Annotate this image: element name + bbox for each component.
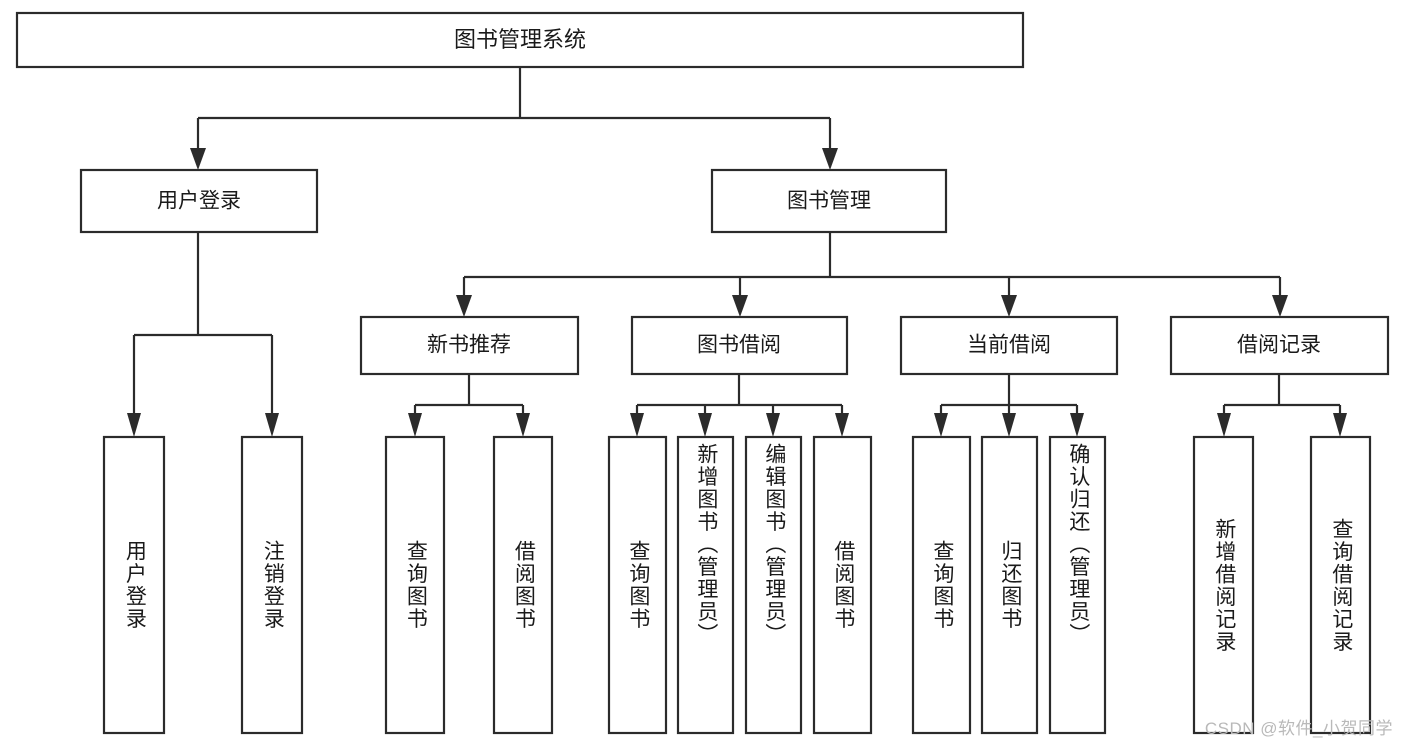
connector-group-borrow-record — [1217, 374, 1347, 437]
node-book-borrow[interactable]: 图书借阅 — [630, 315, 849, 376]
leaf-add-book-box[interactable] — [676, 435, 735, 735]
leaf-edit-book-box[interactable] — [744, 435, 803, 735]
leaf-borrow-book-1-box[interactable] — [492, 435, 554, 735]
leaf-boxes — [102, 435, 1372, 735]
node-book-management[interactable]: 图书管理 — [710, 168, 948, 234]
node-root[interactable]: 图书管理系统 — [15, 11, 1025, 69]
arrow-to-book-borrow — [732, 295, 748, 317]
connector-group-root — [190, 67, 838, 170]
arrow-to-leaf-logout-login — [265, 413, 279, 437]
leaf-borrow-book-2-box[interactable] — [812, 435, 873, 735]
arrow-to-leaf-borrow-book-1 — [516, 413, 530, 437]
arrow-to-leaf-query-book-1 — [408, 413, 422, 437]
connector-group-user-login — [127, 232, 279, 437]
arrow-to-leaf-add-book — [698, 413, 712, 437]
arrow-to-current-borrow — [1001, 295, 1017, 317]
arrow-to-leaf-add-record — [1217, 413, 1231, 437]
connector-group-new-book-recommend — [408, 374, 530, 437]
node-new-book-recommend-box[interactable] — [359, 315, 580, 376]
node-book-management-box[interactable] — [710, 168, 948, 234]
leaf-query-book-1-box[interactable] — [384, 435, 446, 735]
node-book-management-label: 图书管理 — [787, 190, 871, 213]
arrow-to-leaf-query-record — [1333, 413, 1347, 437]
arrow-root-to-book-management — [822, 148, 838, 170]
leaf-return-book-box[interactable] — [980, 435, 1039, 735]
csdn-watermark: CSDN @软件_小贺同学 — [1204, 719, 1393, 738]
leaf-logout-login-box[interactable] — [240, 435, 304, 735]
node-book-borrow-label: 图书借阅 — [697, 334, 781, 357]
node-current-borrow-box[interactable] — [899, 315, 1119, 376]
node-current-borrow-label: 当前借阅 — [967, 334, 1051, 357]
arrow-to-leaf-edit-book — [766, 413, 780, 437]
arrow-to-leaf-user-login — [127, 413, 141, 437]
node-book-borrow-box[interactable] — [630, 315, 849, 376]
leaf-add-record-box[interactable] — [1192, 435, 1255, 735]
connector-group-current-borrow — [934, 374, 1084, 437]
leaf-confirm-return-box[interactable] — [1048, 435, 1107, 735]
node-root-box[interactable] — [15, 11, 1025, 69]
arrow-to-leaf-return-book — [1002, 413, 1016, 437]
node-borrow-record[interactable]: 借阅记录 — [1169, 315, 1390, 376]
arrow-to-borrow-record — [1272, 295, 1288, 317]
connector-group-book-borrow — [630, 374, 849, 437]
arrow-to-leaf-query-book-2 — [630, 413, 644, 437]
leaf-user-login-box[interactable] — [102, 435, 166, 735]
leaf-query-book-2-box[interactable] — [607, 435, 668, 735]
leaf-query-book-3-box[interactable] — [911, 435, 972, 735]
node-borrow-record-label: 借阅记录 — [1237, 334, 1321, 357]
node-borrow-record-box[interactable] — [1169, 315, 1390, 376]
node-new-book-recommend-label: 新书推荐 — [427, 334, 511, 357]
node-user-login-label: 用户登录 — [157, 190, 241, 213]
arrow-to-leaf-borrow-book-2 — [835, 413, 849, 437]
node-user-login[interactable]: 用户登录 — [79, 168, 319, 234]
node-current-borrow[interactable]: 当前借阅 — [899, 315, 1119, 376]
node-root-label: 图书管理系统 — [454, 27, 586, 52]
node-new-book-recommend[interactable]: 新书推荐 — [359, 315, 580, 376]
arrow-to-leaf-confirm-return — [1070, 413, 1084, 437]
arrow-to-leaf-query-book-3 — [934, 413, 948, 437]
leaf-query-record-box[interactable] — [1309, 435, 1372, 735]
arrow-to-new-book-recommend — [456, 295, 472, 317]
arrow-root-to-user-login — [190, 148, 206, 170]
node-user-login-box[interactable] — [79, 168, 319, 234]
connector-group-book-management — [456, 232, 1288, 317]
